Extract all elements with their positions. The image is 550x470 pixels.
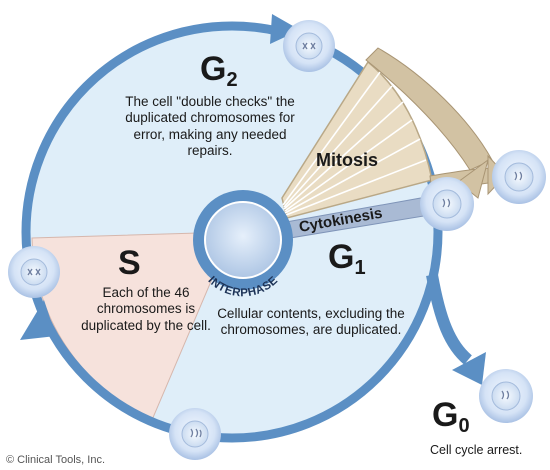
g2-subscript: 2 [226, 69, 237, 91]
g0-phase-label: G0 [432, 398, 470, 436]
cell-daughter-right [492, 150, 546, 204]
cell-daughter-ring [420, 177, 474, 231]
g1-subscript: 1 [354, 257, 365, 279]
s-letter: S [118, 244, 141, 282]
s-description: Each of the 46 chromosomes is duplicated… [76, 285, 216, 334]
interphase-center [205, 202, 281, 278]
cell-g0 [479, 369, 533, 423]
cell-g1-bottom [169, 408, 221, 460]
copyright-credit: © Clinical Tools, Inc. [6, 454, 105, 466]
g0-subscript: 0 [458, 415, 469, 437]
s-phase-label: S [118, 246, 141, 280]
g1-phase-label: G1 [328, 240, 366, 278]
g2-phase-label: G2 [200, 52, 238, 90]
g0-branch-arrow [432, 275, 468, 360]
mitosis-label: Mitosis [316, 150, 378, 170]
cell-g2-top [283, 20, 335, 72]
g1-description: Cellular contents, excluding the chromos… [206, 306, 416, 339]
g2-letter: G [200, 50, 226, 88]
g0-letter: G [432, 396, 458, 434]
g1-letter: G [328, 238, 354, 276]
g2-description: The cell "double checks" the duplicated … [110, 94, 310, 160]
g0-description: Cell cycle arrest. [430, 443, 550, 458]
cell-s-left [8, 246, 60, 298]
